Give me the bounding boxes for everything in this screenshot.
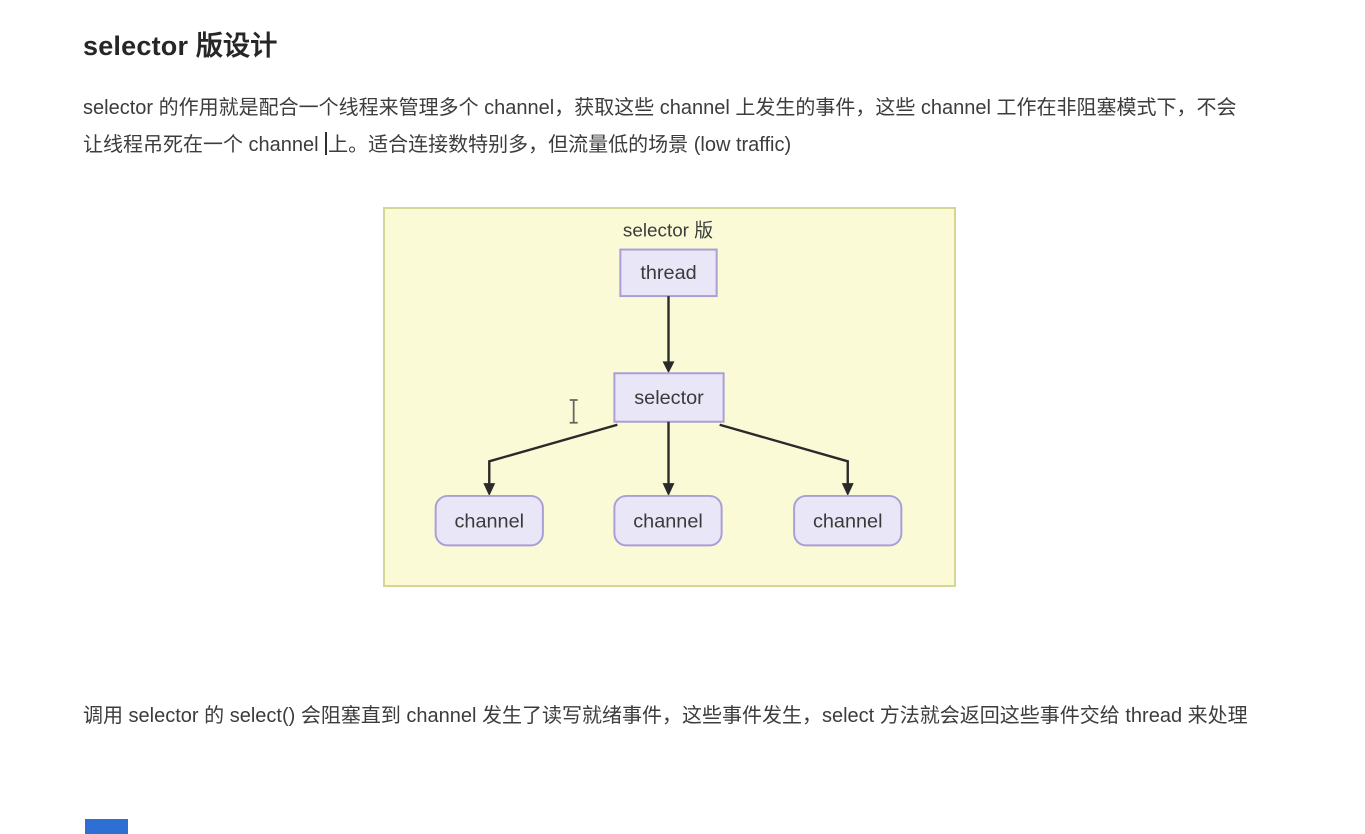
- node-selector-label: selector: [634, 387, 704, 409]
- arrowhead-channel-left: [483, 483, 496, 496]
- paragraph-intro[interactable]: selector 的作用就是配合一个线程来管理多个 channel，获取这些 c…: [83, 90, 1255, 164]
- node-channel-1-box[interactable]: [434, 494, 544, 547]
- node-channel-1-label: channel: [455, 511, 525, 533]
- node-thread-box[interactable]: [619, 248, 718, 298]
- text-caret: [325, 132, 328, 155]
- arrowhead-channel-right: [841, 483, 854, 496]
- paragraph-intro-text-before-caret: selector 的作用就是配合一个线程来管理多个 channel，获取这些 c…: [83, 97, 1237, 156]
- node-channel-3-label: channel: [813, 511, 883, 533]
- diagram-canvas: selector 版 thread selector channel: [383, 207, 956, 587]
- node-channel-2-label: channel: [633, 511, 703, 533]
- node-thread-label: thread: [640, 262, 696, 284]
- arrow-selector-to-channel-left: [488, 423, 618, 485]
- arrowhead-channel-middle: [662, 483, 675, 496]
- page-title: selector 版设计: [83, 31, 278, 61]
- partial-blue-element: [85, 819, 128, 834]
- paragraph-intro-text-after-caret: 上。适合连接数特别多，但流量低的场景 (low traffic): [328, 134, 792, 156]
- node-channel-2-box[interactable]: [613, 494, 723, 547]
- diagram-svg: selector 版 thread selector channel: [434, 220, 903, 547]
- arrowhead-thread-to-selector: [662, 361, 675, 374]
- diagram-title: selector 版: [623, 220, 713, 241]
- ibeam-cursor-icon: [569, 399, 578, 424]
- arrow-selector-to-channel-right: [719, 423, 849, 485]
- node-channel-3-box[interactable]: [793, 494, 903, 547]
- paragraph-select-behavior[interactable]: 调用 selector 的 select() 会阻塞直到 channel 发生了…: [83, 705, 1248, 727]
